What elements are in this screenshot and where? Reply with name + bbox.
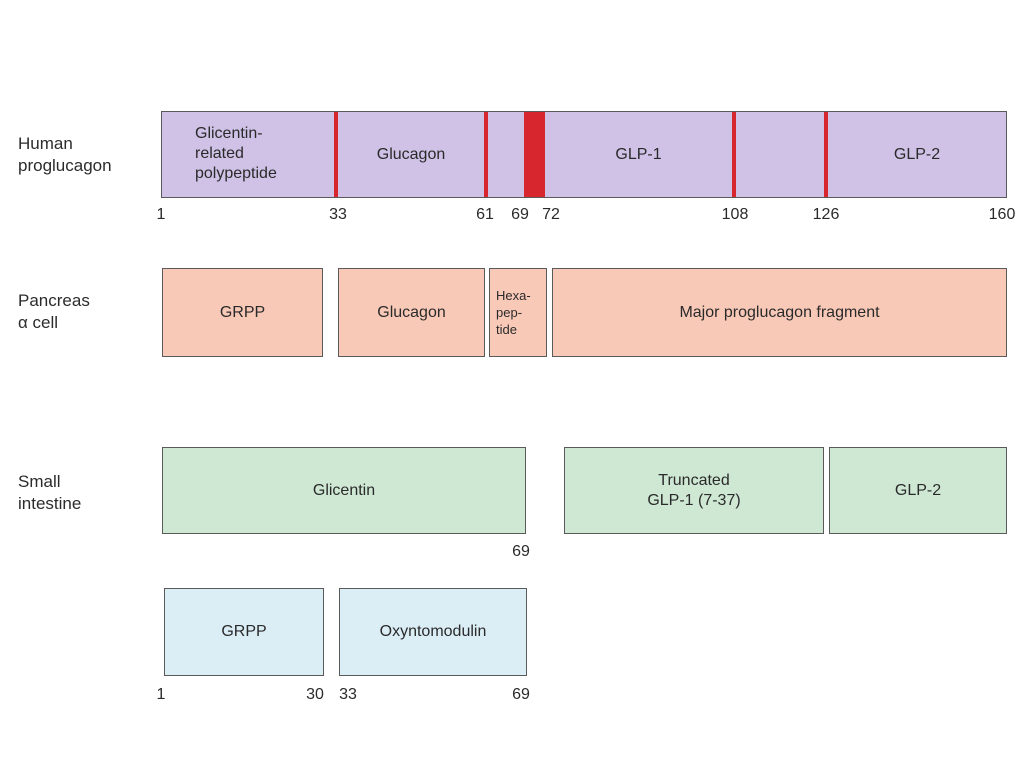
product-label: Glucagon xyxy=(377,303,446,321)
segment-label-text: GLP-1 xyxy=(615,145,662,163)
row-label-line: Pancreas xyxy=(18,291,90,310)
proglucagon-bar xyxy=(161,111,1007,198)
product-label-line: GLP-1 (7-37) xyxy=(647,491,741,509)
product-label: Glicentin xyxy=(312,481,376,499)
product-label: Major proglucagon fragment xyxy=(679,303,880,321)
row-label-line: Small xyxy=(18,472,61,491)
product-label-line: Truncated xyxy=(658,471,730,489)
position-label: 33 xyxy=(339,686,357,703)
segment-label-line: polypeptide xyxy=(195,165,277,182)
glicentin-end-position: 69 xyxy=(512,543,530,560)
row-label-human-proglucagon: Human proglucagon xyxy=(18,133,112,177)
segment-label-line: Glicentin- xyxy=(195,125,263,142)
pancreas-product-grpp: GRPP xyxy=(162,268,323,357)
product-label: GRPP xyxy=(221,623,267,640)
position-label: 69 xyxy=(512,686,530,703)
segment-glp1-label: GLP-1 xyxy=(545,112,732,197)
intestine-product-glp2: GLP-2 xyxy=(829,447,1007,534)
position-label: 72 xyxy=(542,206,560,223)
position-label: 160 xyxy=(988,206,1016,223)
row-label-line: proglucagon xyxy=(18,156,112,175)
pancreas-product-glucagon: Glucagon xyxy=(338,268,485,357)
segment-grpp-label: Glicentin- related polypeptide xyxy=(195,118,325,190)
position-label: 1 xyxy=(156,686,166,703)
segment-label-line: related xyxy=(195,145,244,162)
position-label: 126 xyxy=(812,206,840,223)
position-label: 108 xyxy=(721,206,749,223)
intestine-product-truncated-glp1: Truncated GLP-1 (7-37) xyxy=(564,447,824,534)
cleavage-site-126 xyxy=(824,112,828,197)
product-label-line: pep- xyxy=(496,305,523,320)
cleavage-site-108 xyxy=(732,112,736,197)
row-label-line: Human xyxy=(18,134,73,153)
row-label-pancreas: Pancreas α cell xyxy=(18,290,90,334)
cleavage-site-69-72 xyxy=(524,112,545,197)
cleavage-site-33 xyxy=(334,112,338,197)
product-label: Oxyntomodulin xyxy=(379,623,487,640)
segment-glucagon-label: Glucagon xyxy=(338,112,484,197)
row-label-line: α cell xyxy=(18,313,59,332)
product-label-line: Hexa- xyxy=(496,288,531,303)
position-label: 69 xyxy=(511,206,529,223)
intestine-product-glicentin: Glicentin xyxy=(162,447,526,534)
position-label: 61 xyxy=(476,206,494,223)
cleavage-site-61 xyxy=(484,112,488,197)
glicentin-part-oxyntomodulin: Oxyntomodulin xyxy=(339,588,527,676)
row-label-small-intestine: Small intestine xyxy=(18,471,81,515)
segment-label-text: GLP-2 xyxy=(893,145,941,163)
pancreas-product-major-proglucagon-fragment: Major proglucagon fragment xyxy=(552,268,1007,357)
segment-glp2-label: GLP-2 xyxy=(828,112,1006,197)
position-label: 33 xyxy=(329,206,347,223)
pancreas-product-hexapeptide: Hexa- pep- tide xyxy=(489,268,547,357)
row-label-line: intestine xyxy=(18,494,82,513)
segment-label-text: Glucagon xyxy=(376,145,446,163)
product-label: GLP-2 xyxy=(894,481,942,499)
product-label: GRPP xyxy=(219,303,266,321)
position-label: 30 xyxy=(306,686,324,703)
position-label: 1 xyxy=(156,206,166,223)
product-label-line: tide xyxy=(496,322,517,337)
glicentin-part-grpp: GRPP xyxy=(164,588,324,676)
